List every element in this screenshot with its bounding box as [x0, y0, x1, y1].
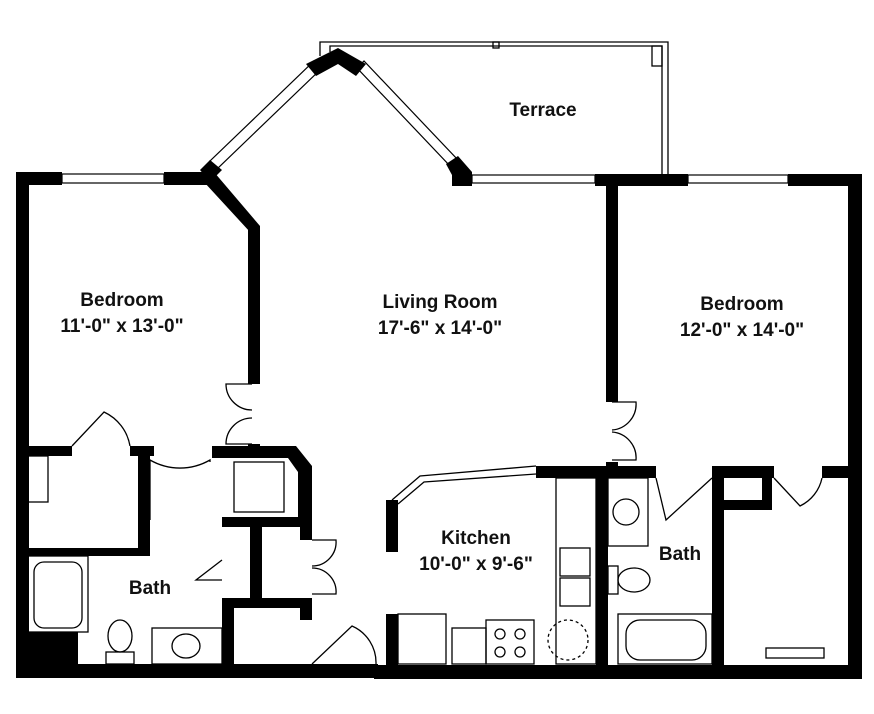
fixtures	[27, 455, 825, 665]
window-right-bedroom	[687, 174, 789, 184]
window-bay-right	[356, 60, 459, 168]
door-entry[interactable]	[311, 625, 377, 665]
right-closet-shelf	[765, 647, 825, 659]
window-bay-left	[209, 60, 323, 169]
bedroom-left-name: Bedroom	[80, 290, 163, 311]
bath-right-name: Bath	[659, 544, 701, 565]
terrace-label: Terrace	[509, 100, 576, 121]
door-hall-closet[interactable]	[311, 539, 337, 595]
toilet-left	[105, 619, 135, 665]
door-left-bedroom[interactable]	[225, 383, 253, 445]
window-living-terrace	[471, 174, 596, 184]
door-right-bedroom[interactable]	[611, 401, 637, 461]
door-left-closet[interactable]	[71, 411, 131, 447]
window-left-bedroom	[61, 173, 165, 184]
interior-walls	[22, 172, 862, 674]
bedroom-left-size: 11'-0" x 13'-0"	[60, 316, 183, 337]
kitchen-cabinets	[397, 477, 597, 665]
exterior-walls	[16, 48, 862, 679]
hall-closet-box	[233, 461, 285, 513]
bath-left-name: Bath	[129, 578, 171, 599]
terrace-outline	[319, 41, 669, 180]
bedroom-right-name: Bedroom	[700, 294, 783, 315]
vanity-right	[607, 477, 649, 547]
kitchen-counter-arc	[391, 465, 537, 501]
door-bath-closet[interactable]	[194, 559, 223, 581]
living-room-size: 17'-6" x 14'-0"	[378, 318, 502, 339]
living-room-name: Living Room	[382, 292, 497, 313]
windows	[61, 60, 789, 184]
door-right-closet[interactable]	[773, 477, 823, 507]
toilet-right	[607, 565, 651, 595]
kitchen-name: Kitchen	[441, 528, 511, 549]
tub-right	[617, 613, 713, 665]
kitchen-size: 10'-0" x 9'-6"	[419, 554, 533, 575]
doors[interactable]	[71, 383, 823, 665]
vanity-left	[151, 627, 223, 665]
tub-left	[27, 555, 89, 633]
door-right-bath[interactable]	[655, 477, 713, 522]
room-labels: Terrace Bedroom 11'-0" x 13'-0" Living R…	[60, 100, 804, 599]
door-left-bath[interactable]	[149, 458, 211, 520]
bedroom-right-size: 12'-0" x 14'-0"	[680, 320, 804, 341]
